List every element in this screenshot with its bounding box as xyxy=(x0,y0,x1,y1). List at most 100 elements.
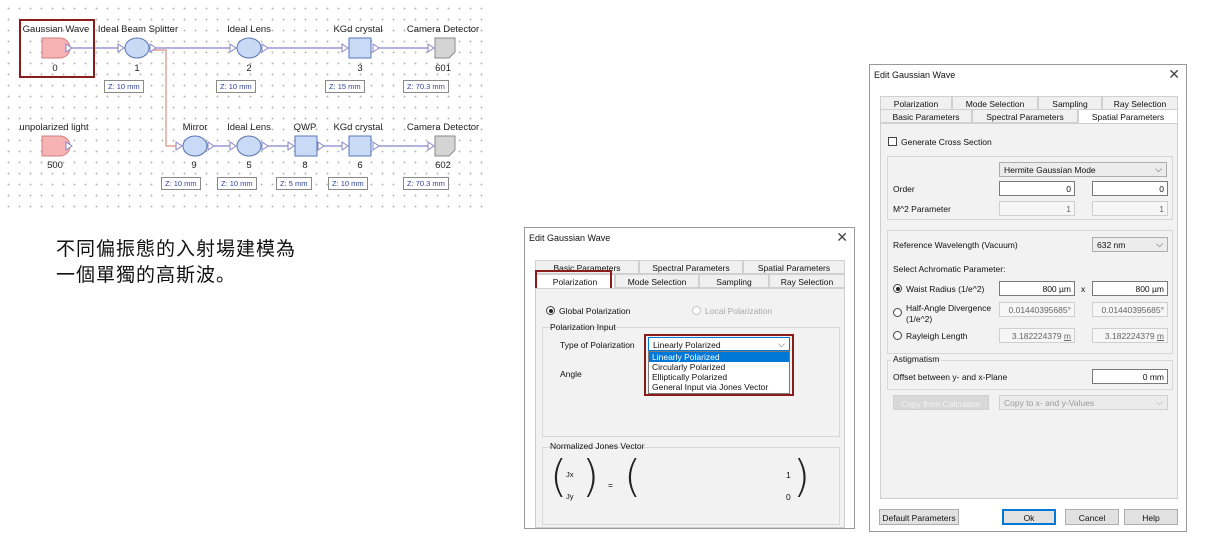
tab-mode-selection[interactable]: Mode Selection xyxy=(952,96,1038,110)
m2-x-value: 1 xyxy=(999,201,1075,216)
times-label: x xyxy=(1081,284,1086,294)
optical-setup-diagram[interactable]: Gaussian Wave 0 Ideal Beam Splitter 1 Id… xyxy=(0,0,490,210)
tab-sampling[interactable]: Sampling xyxy=(699,274,769,288)
tab-spatial-parameters[interactable]: Spatial Parameters xyxy=(1078,109,1178,123)
divergence-radio[interactable] xyxy=(893,308,902,317)
z-distance-label[interactable]: Z: 10 mm xyxy=(161,177,201,190)
port-arrow-icon xyxy=(229,43,237,53)
dropdown-option[interactable]: Circularly Polarized xyxy=(652,362,726,372)
generate-cross-section-checkbox[interactable] xyxy=(888,137,897,146)
offset-label: Offset between y- and x-Plane xyxy=(893,372,1008,382)
component-id: 5 xyxy=(246,160,252,171)
polarization-input-title: Polarization Input xyxy=(550,322,616,332)
component-label[interactable]: Ideal Lens xyxy=(227,24,271,35)
component-label[interactable]: Mirror xyxy=(182,122,208,133)
close-icon[interactable]: ✕ xyxy=(1168,66,1180,82)
port-arrow-icon xyxy=(341,43,349,53)
polarization-type-highlight xyxy=(644,334,794,396)
select-achromatic-label: Select Achromatic Parameter: xyxy=(893,264,1006,274)
offset-input[interactable]: 0 mm xyxy=(1092,369,1168,384)
order-x-input[interactable]: 0 xyxy=(999,181,1075,196)
rayleigh-x-number: 3.182224379 xyxy=(1011,331,1064,341)
component-id: 601 xyxy=(435,63,451,74)
dropdown-option[interactable]: Linearly Polarized xyxy=(649,352,789,362)
jx-label: Jx xyxy=(566,470,574,479)
order-y-input[interactable]: 0 xyxy=(1092,181,1168,196)
component-label[interactable]: Camera Detector xyxy=(406,24,480,35)
copy-from-calculator-button[interactable]: Copy from Calculator xyxy=(893,395,989,410)
rayleigh-length-label: Rayleigh Length xyxy=(906,331,968,341)
lens-icon xyxy=(236,135,262,157)
waist-radius-x-input[interactable]: 800 µm xyxy=(999,281,1075,296)
z-distance-label[interactable]: Z: 70.3 mm xyxy=(403,80,449,93)
component-label[interactable]: Camera Detector xyxy=(406,122,480,133)
wavelength-group xyxy=(887,230,1173,354)
diagram-canvas xyxy=(41,37,456,157)
spatial-parameters-panel: Generate Cross Section Hermite Gaussian … xyxy=(880,123,1178,499)
type-of-polarization-label: Type of Polarization xyxy=(560,340,635,350)
lens-icon xyxy=(236,37,262,59)
mode-group xyxy=(887,156,1173,220)
tab-spectral-parameters[interactable]: Spectral Parameters xyxy=(639,260,743,274)
ok-button[interactable]: Ok xyxy=(1002,509,1056,525)
rayleigh-x-unit: m xyxy=(1063,331,1071,341)
close-icon[interactable]: ✕ xyxy=(836,229,848,245)
angle-label: Angle xyxy=(560,369,582,379)
component-id: 3 xyxy=(357,63,363,74)
waist-radius-radio[interactable] xyxy=(893,284,902,293)
component-label[interactable]: Gaussian Wave xyxy=(22,24,90,35)
polarization-type-dropdown[interactable]: Linearly Polarized Circularly Polarized … xyxy=(648,351,790,394)
port-arrow-icon xyxy=(229,141,237,151)
tab-basic-parameters[interactable]: Basic Parameters xyxy=(880,109,972,123)
z-distance-label[interactable]: Z: 10 mm xyxy=(328,177,368,190)
polarization-type-select[interactable]: Linearly Polarized ⌵ xyxy=(648,337,790,351)
port-arrow-icon xyxy=(207,141,215,151)
tab-sampling[interactable]: Sampling xyxy=(1038,96,1102,110)
order-label: Order xyxy=(893,184,915,194)
left-paren: ( xyxy=(624,451,642,502)
z-distance-label[interactable]: Z: 5 mm xyxy=(276,177,312,190)
z-distance-label[interactable]: Z: 10 mm xyxy=(104,80,144,93)
tab-ray-selection[interactable]: Ray Selection xyxy=(769,274,845,288)
dialog-title: Edit Gaussian Wave xyxy=(529,233,611,243)
help-button[interactable]: Help xyxy=(1124,509,1178,525)
global-polarization-radio[interactable] xyxy=(546,306,555,315)
edit-gaussian-wave-dialog-polarization: Edit Gaussian Wave ✕ Basic Parameters Sp… xyxy=(524,227,855,529)
component-label[interactable]: unpolarized light xyxy=(19,122,89,133)
port-arrow-icon xyxy=(427,43,435,53)
z-distance-label[interactable]: Z: 15 mm xyxy=(325,80,365,93)
z-distance-label[interactable]: Z: 70.3 mm xyxy=(403,177,449,190)
edit-gaussian-wave-dialog-spatial: Edit Gaussian Wave ✕ Polarization Mode S… xyxy=(869,64,1187,532)
component-label[interactable]: Ideal Beam Splitter xyxy=(97,24,179,35)
local-polarization-radio[interactable] xyxy=(692,306,701,315)
dropdown-option[interactable]: Elliptically Polarized xyxy=(652,372,728,382)
cancel-button[interactable]: Cancel xyxy=(1065,509,1119,525)
component-label[interactable]: QWP xyxy=(293,122,317,133)
z-distance-label[interactable]: Z: 10 mm xyxy=(217,177,257,190)
crystal-icon xyxy=(348,135,372,157)
component-label[interactable]: Ideal Lens xyxy=(227,122,271,133)
astigmatism-group xyxy=(887,360,1173,390)
port-arrow-icon xyxy=(341,141,349,151)
waist-radius-y-input[interactable]: 800 µm xyxy=(1092,281,1168,296)
tab-spatial-parameters[interactable]: Spatial Parameters xyxy=(743,260,845,274)
component-label[interactable]: KGd crystal xyxy=(333,122,383,133)
default-parameters-button[interactable]: Default Parameters xyxy=(879,509,959,525)
copy-to-select[interactable]: Copy to x- and y-Values ⌵ xyxy=(999,395,1168,410)
left-paren: ( xyxy=(550,451,568,502)
jy-label: Jy xyxy=(566,492,574,501)
dropdown-option[interactable]: General Input via Jones Vector xyxy=(652,382,769,392)
tab-mode-selection[interactable]: Mode Selection xyxy=(615,274,699,288)
tab-ray-selection[interactable]: Ray Selection xyxy=(1102,96,1178,110)
reference-wavelength-value: 632 nm xyxy=(1097,240,1126,250)
reference-wavelength-select[interactable]: 632 nm ⌵ xyxy=(1092,237,1168,252)
component-label[interactable]: KGd crystal xyxy=(333,24,383,35)
rayleigh-length-radio[interactable] xyxy=(893,331,902,340)
mirror-icon xyxy=(182,135,208,157)
tab-spectral-parameters[interactable]: Spectral Parameters xyxy=(972,109,1078,123)
divergence-y-value: 0.01440395685° xyxy=(1092,302,1168,317)
z-distance-label[interactable]: Z: 10 mm xyxy=(216,80,256,93)
port-arrow-icon xyxy=(117,43,125,53)
mode-select[interactable]: Hermite Gaussian Mode ⌵ xyxy=(999,162,1167,177)
tab-polarization[interactable]: Polarization xyxy=(880,96,952,110)
